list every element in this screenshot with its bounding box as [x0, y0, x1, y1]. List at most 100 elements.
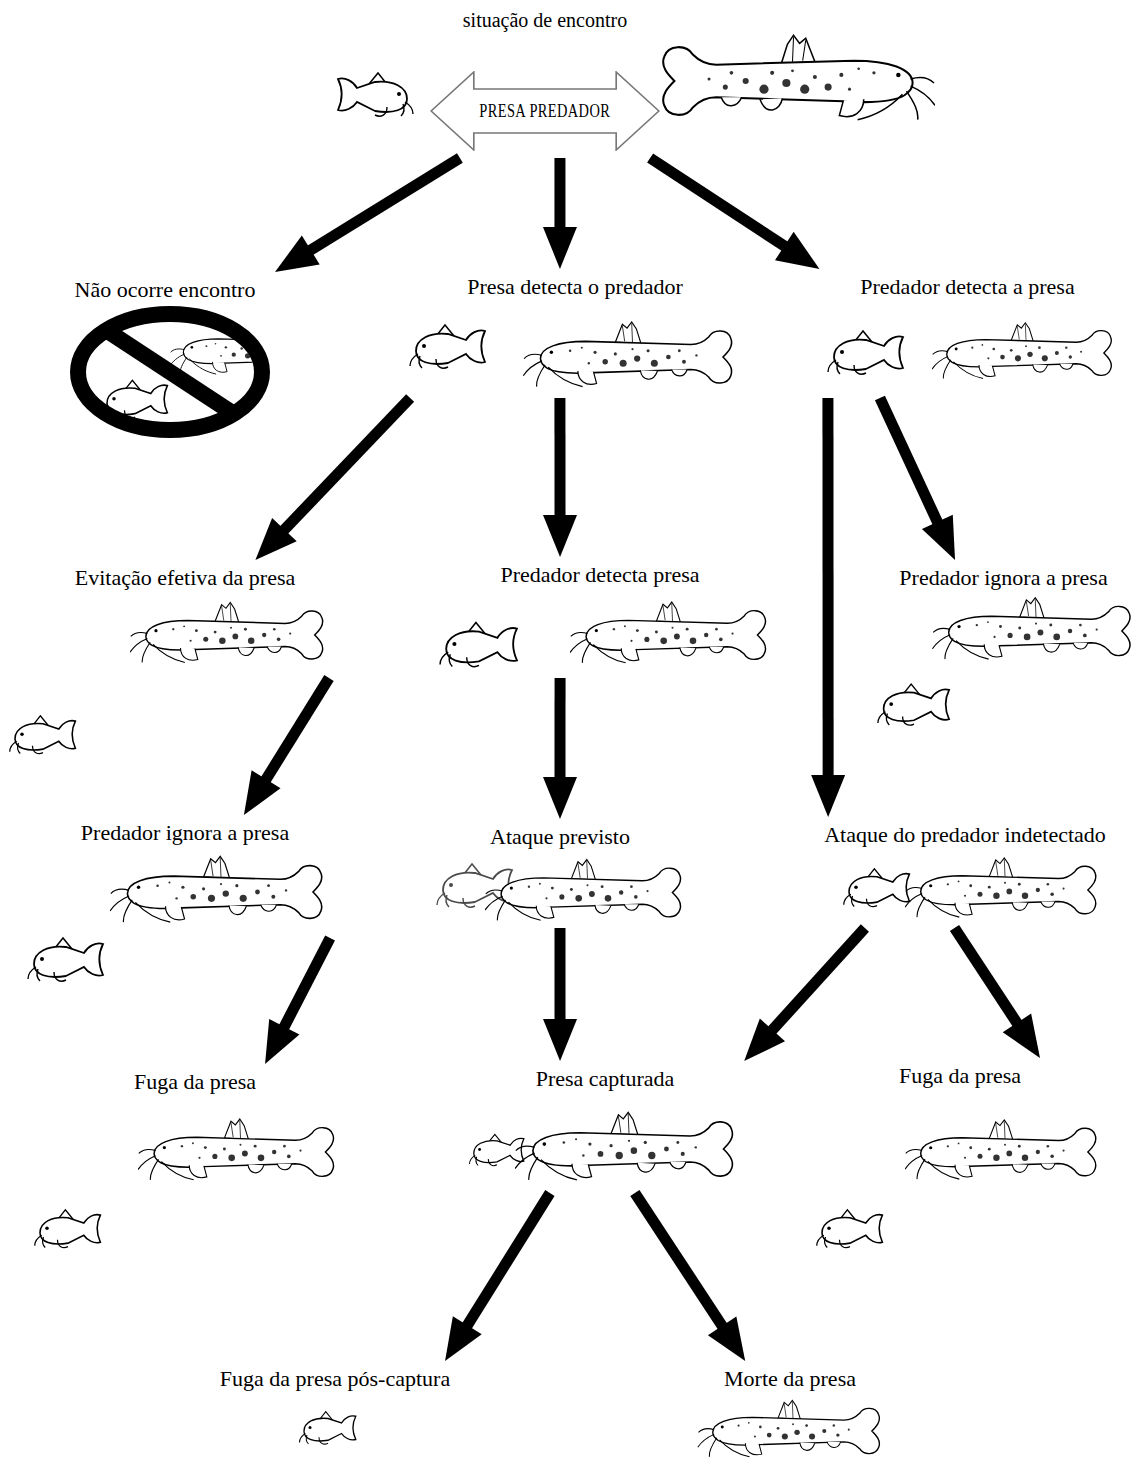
escape-label: Fuga da presa pós-captura	[180, 1364, 490, 1455]
encounter-node: situação de encontroPRESA PREDADOR	[430, 5, 660, 155]
arrow-head	[543, 515, 577, 557]
flow-arrow	[543, 928, 577, 1061]
stage-text: Morte da presa	[724, 1366, 856, 1392]
arrow-shaft	[770, 928, 865, 1033]
arrow-head	[1003, 1014, 1040, 1058]
flow-arrow	[265, 938, 330, 1064]
predator-catfish	[485, 860, 681, 921]
arrow-head	[543, 777, 577, 819]
stage-text: Predador ignora a presa	[81, 820, 289, 846]
prey-fish	[878, 684, 949, 725]
double-arrow-outline	[431, 72, 659, 150]
arrow-head	[744, 1018, 785, 1061]
prohibition-ring	[78, 314, 262, 430]
stage-text: Evitação efetiva da presa	[75, 565, 295, 591]
stage-text: Predador detecta a presa	[860, 274, 1074, 300]
predator-catfish	[523, 322, 731, 387]
flow-arrow	[880, 398, 955, 560]
ignore-label: Predador ignora a presa	[865, 563, 1142, 668]
flow-arrow	[543, 158, 577, 269]
outcome-label: Não ocorre encontro	[40, 275, 290, 435]
arrow-shaft	[282, 398, 411, 533]
death-label: Morte da presa	[650, 1364, 930, 1466]
prey-fish	[437, 864, 512, 907]
predator-catfish	[905, 858, 1096, 917]
predator-catfish	[663, 35, 935, 119]
stage-text: Não ocorre encontro	[75, 277, 256, 303]
attack-label: Ataque previsto	[420, 822, 700, 925]
avoidance-label: Evitação efetiva da presa	[25, 563, 345, 675]
stage-text: Fuga da presa pós-captura	[220, 1366, 450, 1392]
arrow-shaft	[554, 158, 565, 231]
predator-catfish	[570, 602, 766, 663]
stage-text: Presa capturada	[536, 1066, 675, 1092]
arrow-shaft	[555, 678, 566, 781]
prey-fish	[35, 1210, 101, 1248]
predator-catfish	[515, 1112, 732, 1180]
arrow-head	[244, 770, 281, 815]
escape-label: Fuga da presa	[800, 1061, 1120, 1200]
prey-fish	[440, 622, 517, 666]
arrow-shaft	[282, 938, 330, 1030]
flow-arrow	[275, 158, 460, 272]
flow-arrow	[744, 928, 865, 1061]
arrow-head	[775, 232, 819, 269]
arrow-head	[708, 1317, 745, 1361]
predator-catfish	[130, 603, 323, 663]
ignore-label: Predador ignora a presa	[30, 818, 340, 935]
flow-arrow	[543, 398, 577, 557]
flow-arrow	[255, 398, 410, 560]
detection-label: Predador detecta a presa	[810, 272, 1125, 395]
flow-arrow	[635, 1193, 745, 1361]
arrow-shaft	[307, 158, 460, 252]
arrow-head	[255, 518, 296, 560]
attack-label: Ataque do predador indetectado	[790, 820, 1140, 925]
stage-text: Fuga da presa	[134, 1069, 256, 1095]
stage-text: Ataque previsto	[490, 824, 630, 850]
arrow-shaft	[264, 678, 329, 783]
prey-fish	[828, 331, 903, 374]
arrow-head	[265, 1019, 299, 1064]
encounter-heading: situação de encontro	[463, 7, 627, 33]
prey-fish	[338, 73, 413, 116]
predator-catfish	[138, 1119, 334, 1180]
prey-fish	[10, 716, 76, 754]
predator-catfish	[698, 1400, 880, 1456]
predator-catfish	[932, 323, 1111, 379]
prey-fish	[844, 869, 910, 907]
arrow-head	[811, 775, 845, 817]
no-encounter-symbol	[78, 314, 332, 430]
flow-arrow	[445, 1193, 550, 1361]
prey-fish	[28, 938, 103, 981]
stage-text: Presa detecta o predador	[467, 274, 683, 300]
arrow-shaft	[465, 1193, 550, 1329]
stage-text: Predador detecta presa	[500, 562, 699, 588]
arrow-head	[543, 1019, 577, 1061]
arrow-shaft	[880, 398, 939, 526]
prey-fish	[817, 1210, 883, 1248]
flow-arrow	[811, 398, 845, 817]
arrow-head	[922, 515, 955, 560]
arrow-head	[543, 227, 577, 269]
arrow-shaft	[635, 1193, 724, 1329]
double-arrow-text: PRESA PREDADOR	[480, 71, 611, 151]
stage-text: Ataque do predador indetectado	[824, 822, 1106, 848]
capture-label: Presa capturada	[460, 1064, 750, 1190]
double-arrow-shape: PRESA PREDADOR	[430, 71, 660, 151]
stage-text: Fuga da presa	[899, 1063, 1021, 1089]
prey-fish	[410, 325, 485, 368]
arrow-shaft	[955, 928, 1020, 1026]
prohibition-slash	[106, 330, 234, 414]
arrow-head	[445, 1316, 482, 1361]
arrow-shaft	[554, 398, 565, 519]
flow-arrow	[650, 158, 819, 269]
detection-label: Predador detecta presa	[420, 560, 780, 675]
flow-arrow	[244, 678, 329, 815]
escape-label: Fuga da presa	[40, 1067, 350, 1195]
detection-label: Presa detecta o predador	[400, 272, 750, 395]
arrow-head	[275, 235, 320, 272]
predator-catfish	[110, 856, 322, 922]
